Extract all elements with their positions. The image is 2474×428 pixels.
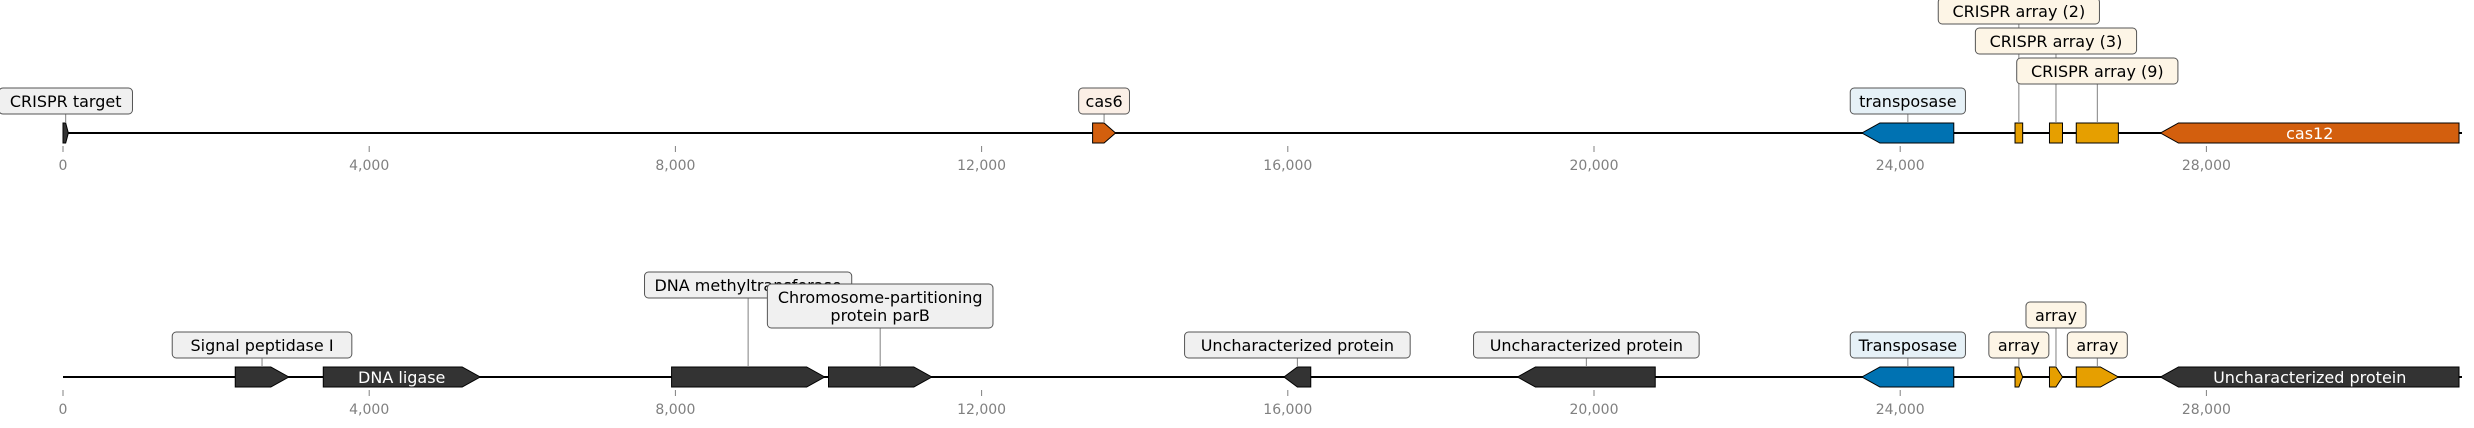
axis-tick-label: 12,000 (957, 402, 1006, 418)
gene-feature[interactable]: Signal peptidase I (171, 331, 353, 388)
gene-feature[interactable]: Uncharacterized protein (1184, 331, 1411, 388)
gene-label-box (0, 87, 133, 115)
gene-label: CRISPR array (3) (1990, 32, 2123, 51)
axis-tick-label: 16,000 (1263, 158, 1312, 174)
gene-label-box (171, 331, 353, 359)
gene-feature[interactable]: CRISPR target (0, 87, 133, 144)
gene-label: Uncharacterized protein (1201, 336, 1394, 355)
axis-tick-label: 16,000 (1263, 402, 1312, 418)
gene-label: Signal peptidase I (190, 336, 333, 355)
gene-label: Uncharacterized protein (1490, 336, 1683, 355)
axis-tick-label: 0 (59, 402, 68, 418)
gene-arrow[interactable] (1092, 122, 1117, 144)
axis-tick-label: 24,000 (1876, 158, 1925, 174)
axis-tick-label: 4,000 (349, 402, 389, 418)
gene-feature[interactable]: transposase (1849, 87, 1966, 144)
gene-arrow[interactable] (1283, 366, 1312, 388)
axis-tick-label: 28,000 (2182, 158, 2231, 174)
axis-tick-label: 8,000 (655, 402, 695, 418)
gene-arrow[interactable] (2159, 366, 2460, 388)
gene-feature[interactable]: Uncharacterized protein (2159, 366, 2460, 388)
axis-tick-label: 8,000 (655, 158, 695, 174)
gene-feature[interactable]: array (2025, 301, 2087, 388)
gene-feature[interactable]: CRISPR array (3) (1974, 27, 2138, 144)
gene-label-box (2016, 57, 2179, 85)
gene-feature[interactable]: Uncharacterized protein (1473, 331, 1700, 388)
gene-arrow[interactable] (2014, 122, 2024, 144)
gene-label: transposase (1859, 92, 1956, 111)
gene-arrow[interactable] (2014, 366, 2024, 388)
axis-tick-label: 24,000 (1876, 402, 1925, 418)
gene-feature[interactable]: array (1988, 331, 2050, 388)
gene-label: Transposase (1858, 336, 1958, 355)
gene-arrow[interactable] (2075, 366, 2120, 388)
gene-label: cas12 (2286, 124, 2333, 143)
gene-arrow[interactable] (828, 366, 933, 388)
gene-arrow[interactable] (62, 122, 69, 144)
gene-feature[interactable]: cas12 (2159, 122, 2460, 144)
axis-tick-label: 4,000 (349, 158, 389, 174)
gene-label-box (2025, 301, 2087, 329)
gene-arrow[interactable] (671, 366, 826, 388)
gene-arrow[interactable] (2159, 122, 2460, 144)
gene-label: Chromosome-partitioning (778, 288, 983, 307)
gene-arrow[interactable] (2075, 122, 2119, 144)
gene-label: protein parB (830, 306, 929, 325)
gene-feature[interactable]: cas6 (1078, 87, 1130, 144)
axis-tick-label: 20,000 (1570, 158, 1619, 174)
gene-label: CRISPR array (2) (1952, 2, 2085, 21)
gene-feature[interactable]: CRISPR array (9) (2016, 57, 2179, 144)
gene-label: DNA ligase (358, 368, 445, 387)
axis-tick-label: 20,000 (1570, 402, 1619, 418)
gene-label-box (2066, 331, 2128, 359)
gene-label: array (2035, 306, 2077, 325)
gene-label-box (1974, 27, 2138, 55)
gene-label-box (766, 283, 994, 329)
gene-arrow[interactable] (2048, 366, 2064, 388)
gene-label: array (2076, 336, 2118, 355)
gene-feature[interactable]: DNA ligase (322, 366, 482, 388)
gene-arrow[interactable] (2048, 122, 2063, 144)
gene-label: CRISPR array (9) (2031, 62, 2164, 81)
gene-label: array (1998, 336, 2040, 355)
track-2: 0 4,000 8,000 12,000 16,000 20,000 24,000 28,00… (59, 271, 2462, 418)
gene-arrow[interactable] (322, 366, 482, 388)
axis-tick-label: 0 (59, 158, 68, 174)
gene-arrow[interactable] (1860, 122, 1955, 144)
gene-label-box (1988, 331, 2050, 359)
gene-label-box (1849, 87, 1966, 115)
gene-arrow[interactable] (234, 366, 290, 388)
gene-label-box (1849, 331, 1966, 359)
gene-label-box (1078, 87, 1130, 115)
gene-label-box (1184, 331, 1411, 359)
gene-label-box (1473, 331, 1700, 359)
gene-feature[interactable]: CRISPR array (2) (1937, 0, 2100, 144)
gene-arrow[interactable] (1516, 366, 1656, 388)
axis-tick-label: 12,000 (957, 158, 1006, 174)
gene-label: cas6 (1086, 92, 1123, 111)
gene-arrow[interactable] (1860, 366, 1955, 388)
gene-feature[interactable]: Transposase (1849, 331, 1966, 388)
track-1: 0 4,000 8,000 12,000 16,000 20,000 24,000 28,00… (0, 0, 2462, 174)
gene-label-box (1937, 0, 2100, 25)
gene-feature[interactable]: array (2066, 331, 2128, 388)
axis-tick-label: 28,000 (2182, 402, 2231, 418)
gene-label: Uncharacterized protein (2213, 368, 2406, 387)
gene-label: CRISPR target (10, 92, 122, 111)
